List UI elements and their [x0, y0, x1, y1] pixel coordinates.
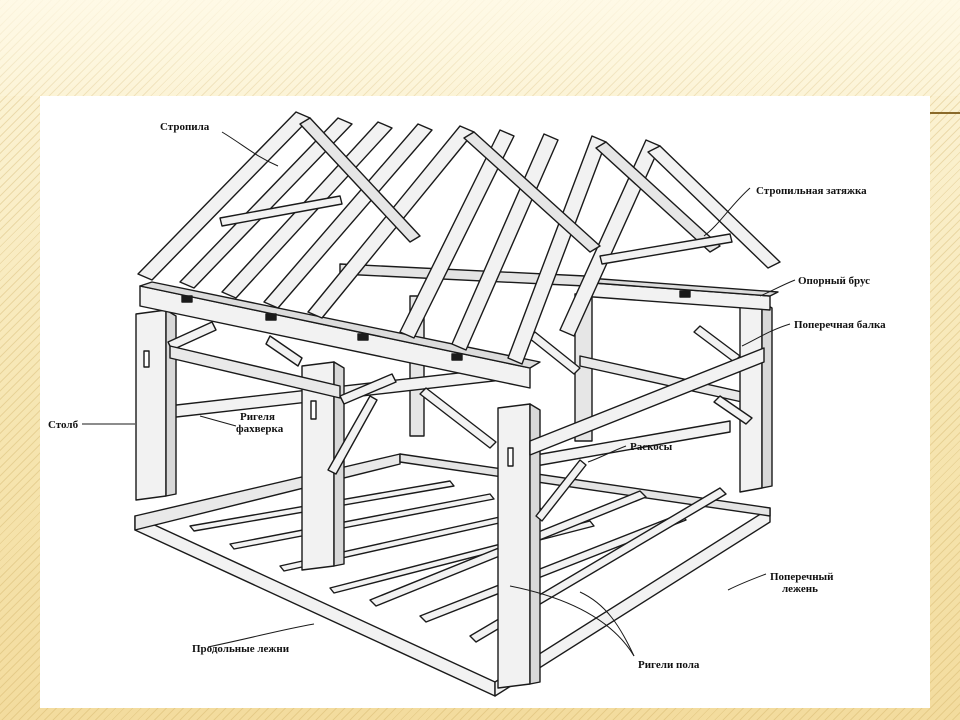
label-floor-joists: Ригели пола	[638, 659, 700, 671]
rafter	[399, 129, 515, 339]
leader-floor-joists-b	[509, 585, 635, 657]
right-cross-sill	[494, 507, 771, 697]
callout-labels: Стропила Стропильная затяжка Опорный бру…	[48, 121, 886, 671]
label-girts-line2: фахверка	[236, 423, 284, 435]
leader-braces	[587, 445, 627, 463]
label-collar-tie: Стропильная затяжка	[756, 185, 867, 197]
post-mortise	[143, 350, 150, 368]
label-post: Столб	[48, 419, 79, 431]
brace	[528, 331, 581, 375]
rafter-back-slope	[647, 145, 781, 269]
label-cross-sill-line1: Поперечный	[770, 571, 834, 583]
label-braces: Раскосы	[630, 441, 673, 453]
post-front-left	[135, 309, 167, 501]
cross-beams	[169, 345, 765, 456]
sill-frame	[134, 453, 771, 697]
collar-tie	[599, 233, 733, 265]
joist-notch	[679, 290, 691, 298]
brace	[535, 459, 587, 522]
leader-collar-tie	[703, 187, 751, 237]
post-back-right	[739, 301, 763, 493]
back-long-sill	[399, 453, 771, 517]
label-cross-sill-line2: лежень	[782, 583, 818, 595]
braces	[167, 321, 753, 522]
post-side	[761, 301, 773, 489]
rafter-back-slope	[463, 131, 601, 253]
label-long-sills: Продольные лежни	[192, 643, 290, 655]
leader-cross-sill	[727, 573, 767, 591]
post-side	[165, 309, 177, 497]
cross-beam	[169, 345, 341, 399]
label-rafters: Стропила	[160, 121, 210, 133]
leader-plate	[759, 279, 796, 297]
rafter-back-slope	[299, 117, 421, 243]
leader-cross-beam	[741, 323, 791, 347]
rafter-back-slope	[595, 141, 721, 253]
top-plates	[139, 263, 779, 389]
brace	[713, 395, 753, 425]
cross-beam	[529, 347, 765, 456]
joist-notch	[265, 313, 277, 321]
label-cross-beam: Поперечная балка	[794, 319, 886, 331]
slide-background	[0, 0, 960, 96]
joist-notch	[181, 295, 193, 303]
floor-joist	[419, 513, 687, 623]
leader-long-sills	[207, 623, 315, 648]
plate-top	[139, 281, 541, 369]
collar-tie	[219, 195, 343, 227]
leader-floor-joists-a	[579, 591, 635, 657]
brace	[265, 335, 303, 367]
rafter	[179, 117, 353, 289]
leader-rafters	[221, 131, 279, 167]
leader-girts	[199, 415, 237, 427]
rafters	[137, 111, 781, 365]
brace	[419, 387, 497, 449]
floor-joists	[189, 480, 727, 643]
joist-notch	[357, 333, 369, 341]
label-plate: Опорный брус	[798, 275, 870, 287]
timber-frame-diagram: Стропила Стропильная затяжка Опорный бру…	[40, 96, 930, 708]
post-front-right	[497, 403, 531, 689]
post-mortise	[310, 400, 317, 420]
brace	[693, 325, 741, 363]
floor-joist	[229, 493, 495, 550]
leader-lines	[82, 131, 796, 657]
brace	[339, 373, 397, 405]
post-mortise	[507, 447, 514, 467]
decorative-rule	[930, 112, 960, 114]
frame-illustration: Стропила Стропильная затяжка Опорный бру…	[48, 111, 886, 697]
joist-notch	[451, 353, 463, 361]
label-girts-line1: Ригеля	[240, 411, 275, 423]
brace	[327, 395, 378, 475]
